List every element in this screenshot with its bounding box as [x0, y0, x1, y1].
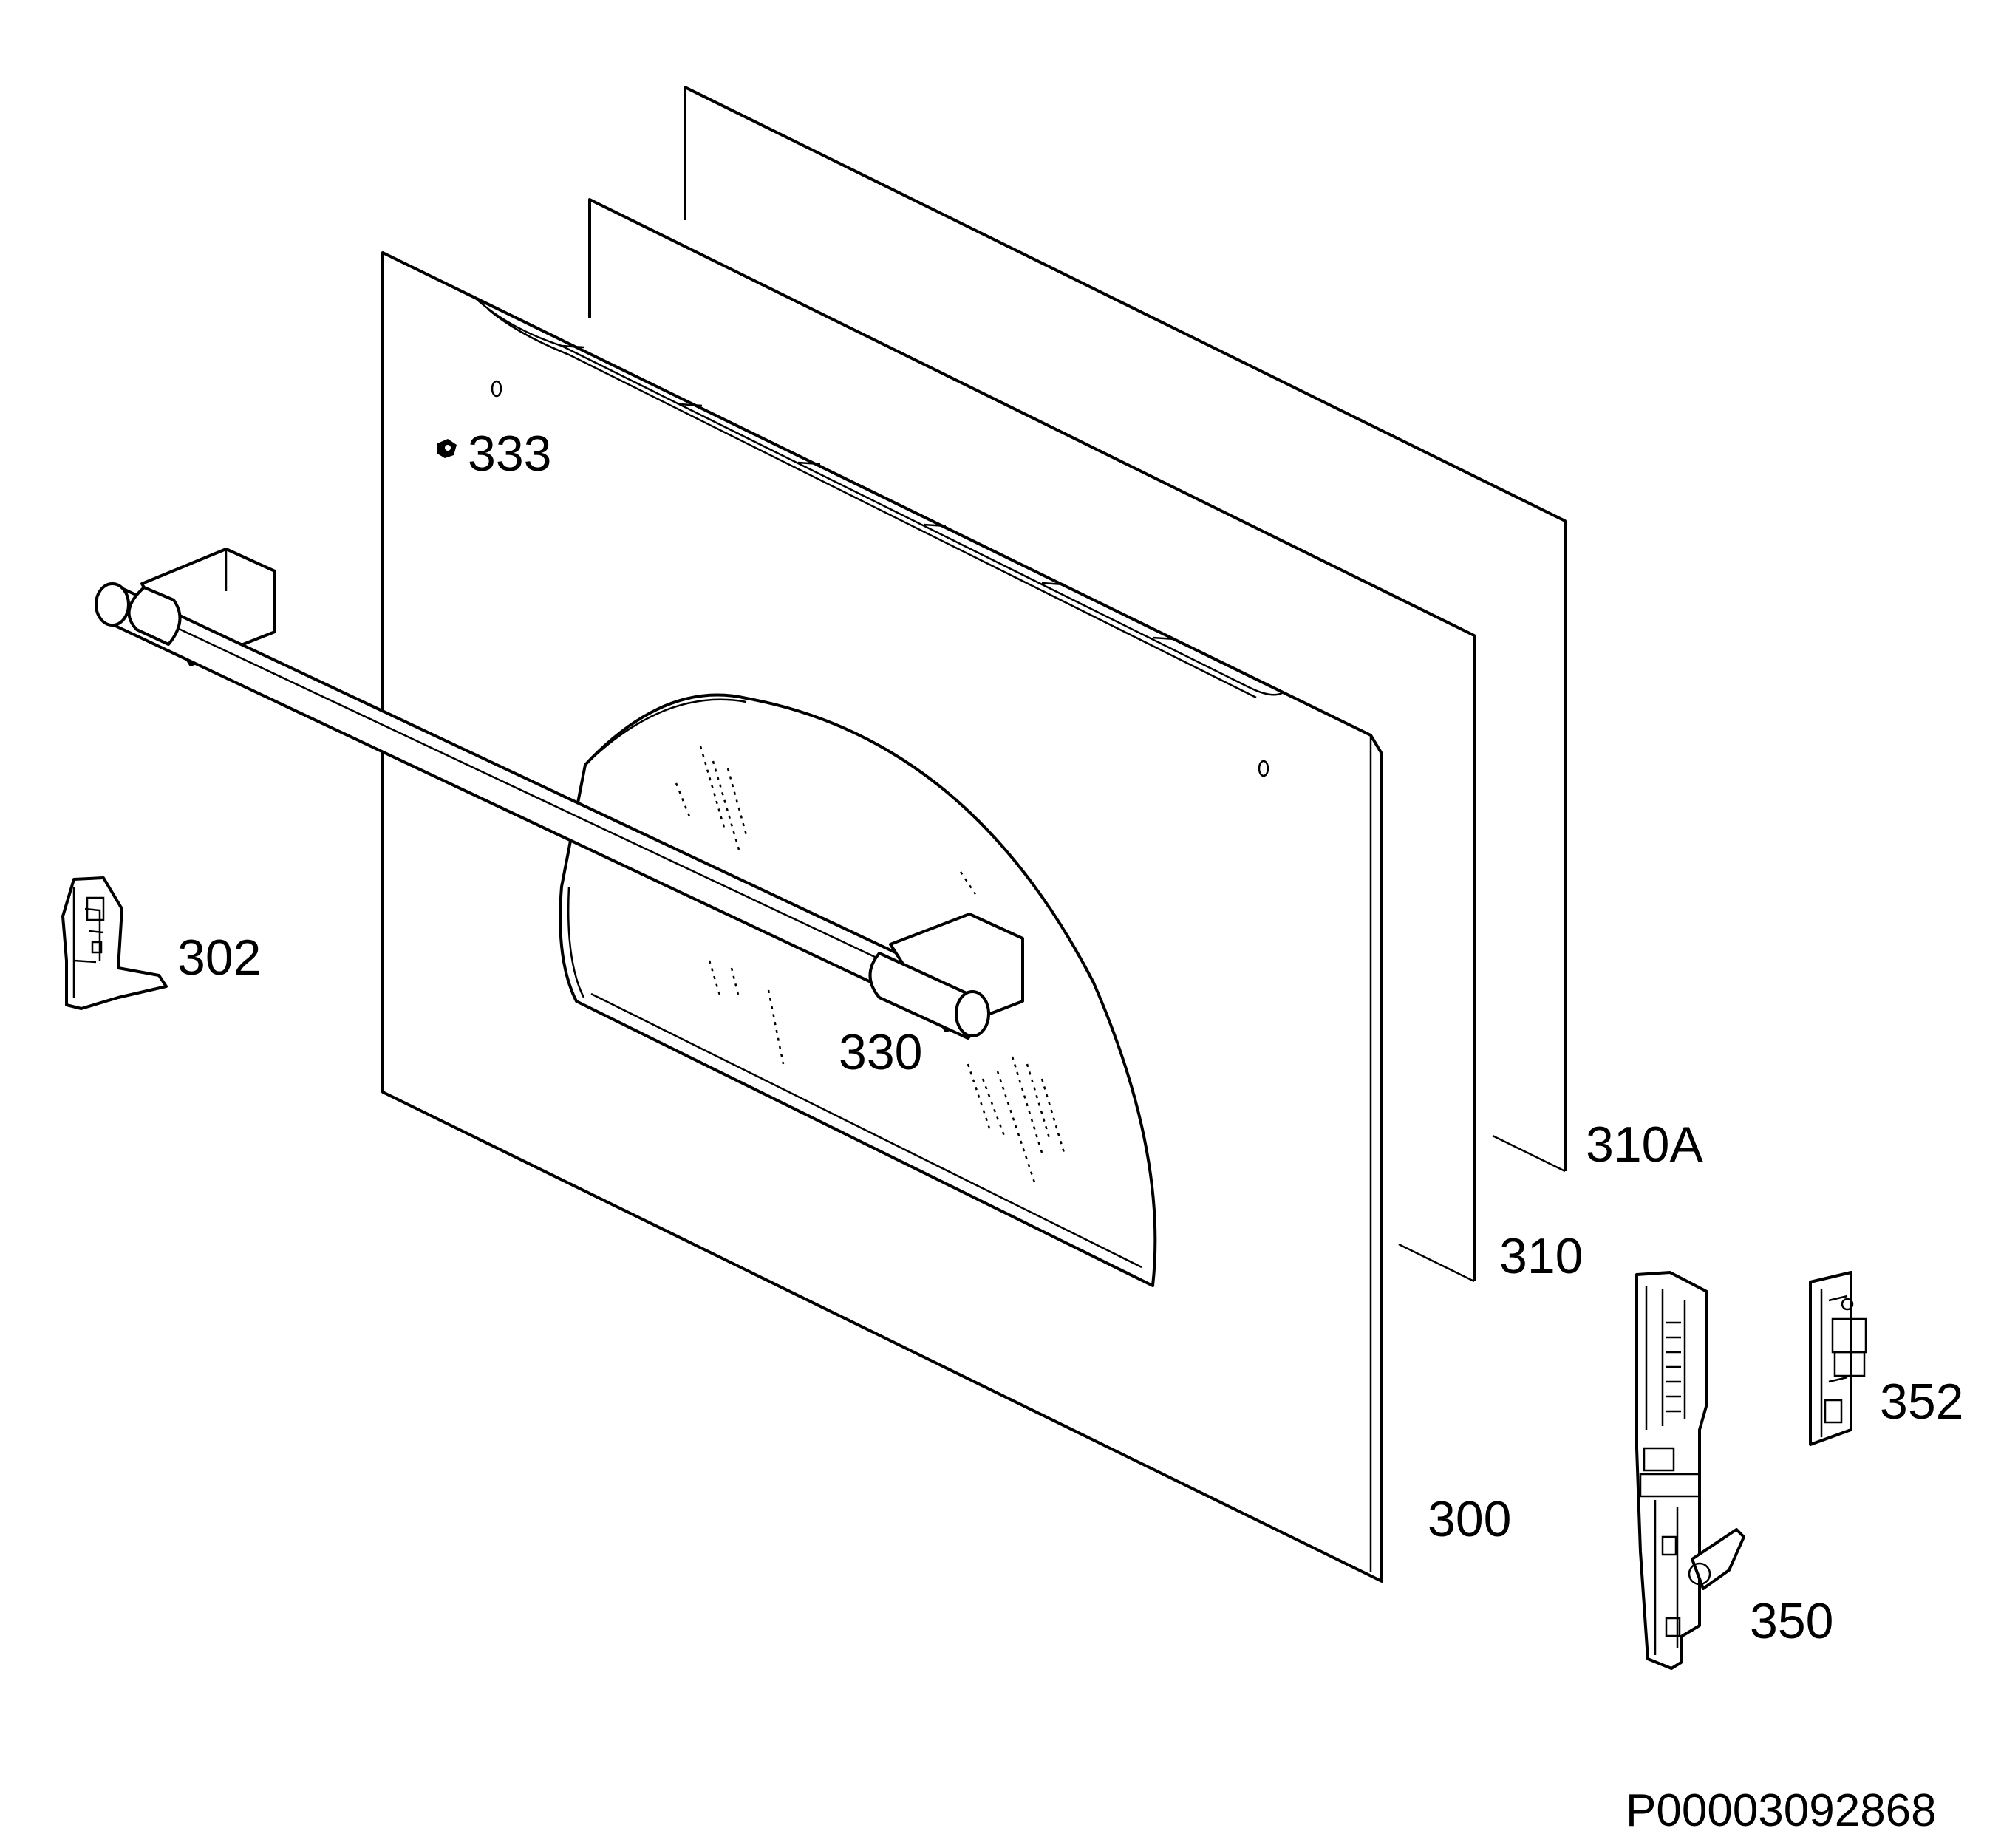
door-window [559, 693, 1157, 1287]
screw-333 [437, 439, 457, 458]
drawing-code: P00003092868 [1626, 1785, 1937, 1836]
hinge-bracket-302 [61, 876, 168, 1010]
top-vent-slots [561, 344, 1176, 641]
outer-door-panel-300 [381, 251, 1383, 1583]
hinge-plate-352 [1809, 1271, 1867, 1446]
callout-333: 333 [468, 426, 552, 482]
callout-302: 302 [177, 930, 262, 986]
mounting-hole [491, 380, 502, 398]
door-handle-330 [95, 548, 1024, 1040]
glass-reflection [675, 746, 1066, 1183]
mounting-hole [1258, 760, 1269, 777]
hinge-assembly-350 [1635, 1271, 1745, 1670]
callout-300: 300 [1428, 1491, 1512, 1547]
callout-350: 350 [1750, 1593, 1834, 1649]
callout-330: 330 [839, 1024, 923, 1080]
callout-352: 352 [1880, 1374, 1964, 1430]
callout-310a: 310A [1586, 1116, 1703, 1173]
callout-310: 310 [1499, 1228, 1584, 1284]
